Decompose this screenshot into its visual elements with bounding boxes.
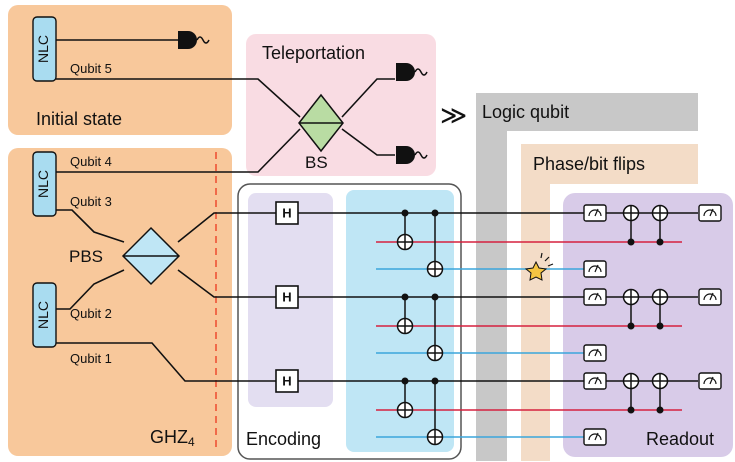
qubit2-label: Qubit 2 bbox=[70, 306, 112, 321]
qubit-lines bbox=[298, 212, 698, 438]
teleportation-panel bbox=[246, 34, 436, 176]
qubit4-label: Qubit 4 bbox=[70, 154, 112, 169]
meter-icon bbox=[583, 428, 607, 446]
hadamard-label: H bbox=[282, 373, 291, 388]
nlc-box-bottom: NLC bbox=[32, 282, 57, 348]
gates bbox=[396, 204, 722, 446]
logic-qubit-header bbox=[476, 93, 698, 131]
initial-state-panel bbox=[8, 5, 232, 135]
cnot-control-dot bbox=[401, 209, 409, 217]
hadamard-label: H bbox=[282, 205, 291, 220]
cnot-control-dot bbox=[431, 293, 439, 301]
readout-cnot-control-dot bbox=[627, 406, 635, 414]
bs-label: BS bbox=[305, 153, 328, 172]
beam-splitter bbox=[298, 93, 344, 153]
ghz-base: GHZ bbox=[150, 427, 188, 447]
meter-icon bbox=[583, 204, 607, 222]
meter-icon bbox=[698, 204, 722, 222]
ghz-panel bbox=[8, 148, 232, 456]
cnot-control-dot bbox=[401, 293, 409, 301]
readout-cnot-control-dot bbox=[627, 238, 635, 246]
readout-cnot-control-dot bbox=[656, 406, 664, 414]
phase-flips-header bbox=[521, 144, 698, 184]
cnot-control-dot bbox=[431, 377, 439, 385]
ghz-wires bbox=[56, 209, 276, 382]
hadamard-gate: H bbox=[275, 201, 299, 225]
readout-panel bbox=[563, 193, 733, 457]
nlc-box-top: NLC bbox=[32, 16, 57, 82]
meter-icon bbox=[698, 372, 722, 390]
hadamard-gate: H bbox=[275, 285, 299, 309]
logic-qubit-label: Logic qubit bbox=[482, 102, 569, 122]
qubit1-label: Qubit 1 bbox=[70, 351, 112, 366]
nlc-label: NLC bbox=[35, 301, 51, 329]
phase-flips-label: Phase/bit flips bbox=[533, 154, 645, 174]
chevron-arrow: ≫ bbox=[440, 100, 467, 130]
phase-flips-bar bbox=[521, 184, 550, 461]
cnot-control-dot bbox=[401, 377, 409, 385]
meter-icon bbox=[698, 288, 722, 306]
qubit3-label: Qubit 3 bbox=[70, 194, 112, 209]
ghz-label: GHZ4 bbox=[150, 427, 195, 449]
initial-state-label: Initial state bbox=[36, 109, 122, 129]
meter-icon bbox=[583, 260, 607, 278]
ghz-subscript: 4 bbox=[188, 435, 195, 449]
nlc-label: NLC bbox=[35, 170, 51, 198]
meter-icon bbox=[583, 372, 607, 390]
top-wires bbox=[56, 39, 395, 173]
teleportation-label: Teleportation bbox=[262, 43, 365, 63]
readout-cnot-control-dot bbox=[627, 322, 635, 330]
nlc-box-middle: NLC bbox=[32, 151, 57, 217]
logic-qubit-bar bbox=[476, 131, 507, 461]
polarizing-beam-splitter bbox=[121, 226, 181, 286]
hadamard-gate: H bbox=[275, 369, 299, 393]
readout-cnot-control-dot bbox=[656, 322, 664, 330]
pbs-label: PBS bbox=[69, 247, 103, 266]
hadamard-label: H bbox=[282, 289, 291, 304]
meter-icon bbox=[583, 288, 607, 306]
readout-label: Readout bbox=[646, 429, 714, 449]
qubit5-label: Qubit 5 bbox=[70, 61, 112, 76]
nlc-label: NLC bbox=[35, 35, 51, 63]
encoding-label: Encoding bbox=[246, 429, 321, 449]
readout-cnot-control-dot bbox=[656, 238, 664, 246]
meter-icon bbox=[583, 344, 607, 362]
cnot-control-dot bbox=[431, 209, 439, 217]
error-star-icon bbox=[524, 252, 554, 281]
